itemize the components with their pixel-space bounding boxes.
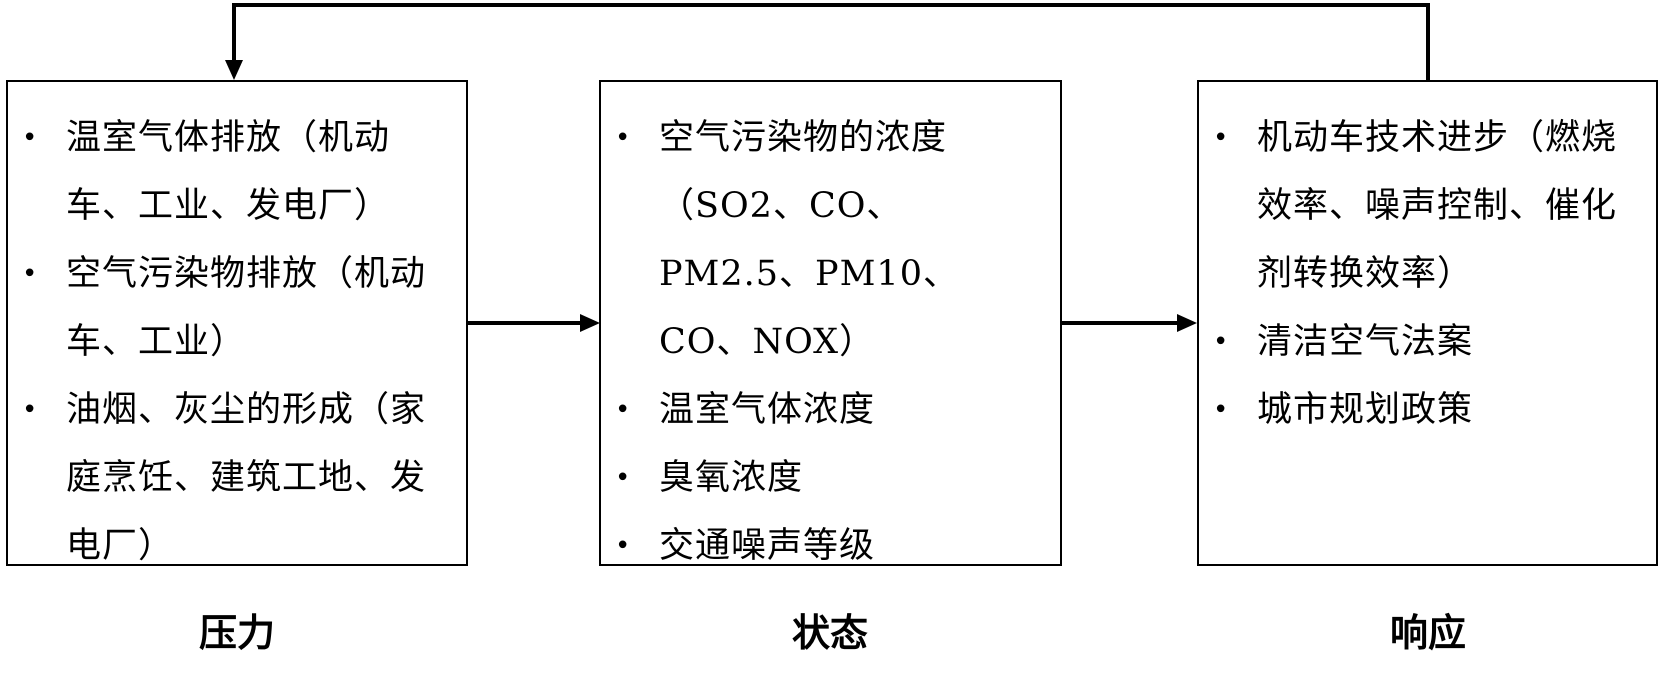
arrow-pressure-to-state — [468, 314, 600, 332]
arrow-feedback-loop — [225, 3, 1430, 80]
pressure-box: •温室气体排放（机动车、工业、发电厂） •空气污染物排放（机动车、工业） •油烟… — [6, 80, 468, 566]
list-item: •温室气体浓度 — [601, 376, 1046, 444]
list-item: •机动车技术进步（燃烧效率、噪声控制、催化剂转换效率） — [1199, 104, 1642, 308]
response-box: •机动车技术进步（燃烧效率、噪声控制、催化剂转换效率） •清洁空气法案 •城市规… — [1197, 80, 1658, 566]
response-label: 响应 — [1389, 611, 1466, 655]
list-item: •城市规划政策 — [1199, 376, 1642, 444]
pressure-list: •温室气体排放（机动车、工业、发电厂） •空气污染物排放（机动车、工业） •油烟… — [8, 82, 466, 580]
list-item: •清洁空气法案 — [1199, 308, 1642, 376]
bullet-icon: • — [22, 123, 39, 153]
bullet-icon: • — [615, 395, 632, 425]
list-item: •油烟、灰尘的形成（家庭烹饪、建筑工地、发电厂） — [8, 376, 452, 580]
bullet-icon: • — [1213, 123, 1230, 153]
response-list: •机动车技术进步（燃烧效率、噪声控制、催化剂转换效率） •清洁空气法案 •城市规… — [1199, 82, 1656, 444]
arrow-state-to-response — [1062, 314, 1197, 332]
bullet-icon: • — [615, 463, 632, 493]
state-box: •空气污染物的浓度（SO2、CO、PM2.5、PM10、CO、NOX） •温室气… — [599, 80, 1062, 566]
state-label: 状态 — [791, 611, 868, 655]
bullet-icon: • — [22, 259, 39, 289]
bullet-icon: • — [615, 531, 632, 561]
bullet-icon: • — [1213, 395, 1230, 425]
list-item: •空气污染物排放（机动车、工业） — [8, 240, 452, 376]
bullet-icon: • — [22, 395, 39, 425]
list-item: •交通噪声等级 — [601, 512, 1046, 580]
bullet-icon: • — [615, 123, 632, 153]
list-item: •温室气体排放（机动车、工业、发电厂） — [8, 104, 452, 240]
list-item: •臭氧浓度 — [601, 444, 1046, 512]
pressure-label: 压力 — [198, 611, 275, 655]
bullet-icon: • — [1213, 327, 1230, 357]
list-item: •空气污染物的浓度（SO2、CO、PM2.5、PM10、CO、NOX） — [601, 104, 1046, 376]
state-list: •空气污染物的浓度（SO2、CO、PM2.5、PM10、CO、NOX） •温室气… — [601, 82, 1060, 580]
